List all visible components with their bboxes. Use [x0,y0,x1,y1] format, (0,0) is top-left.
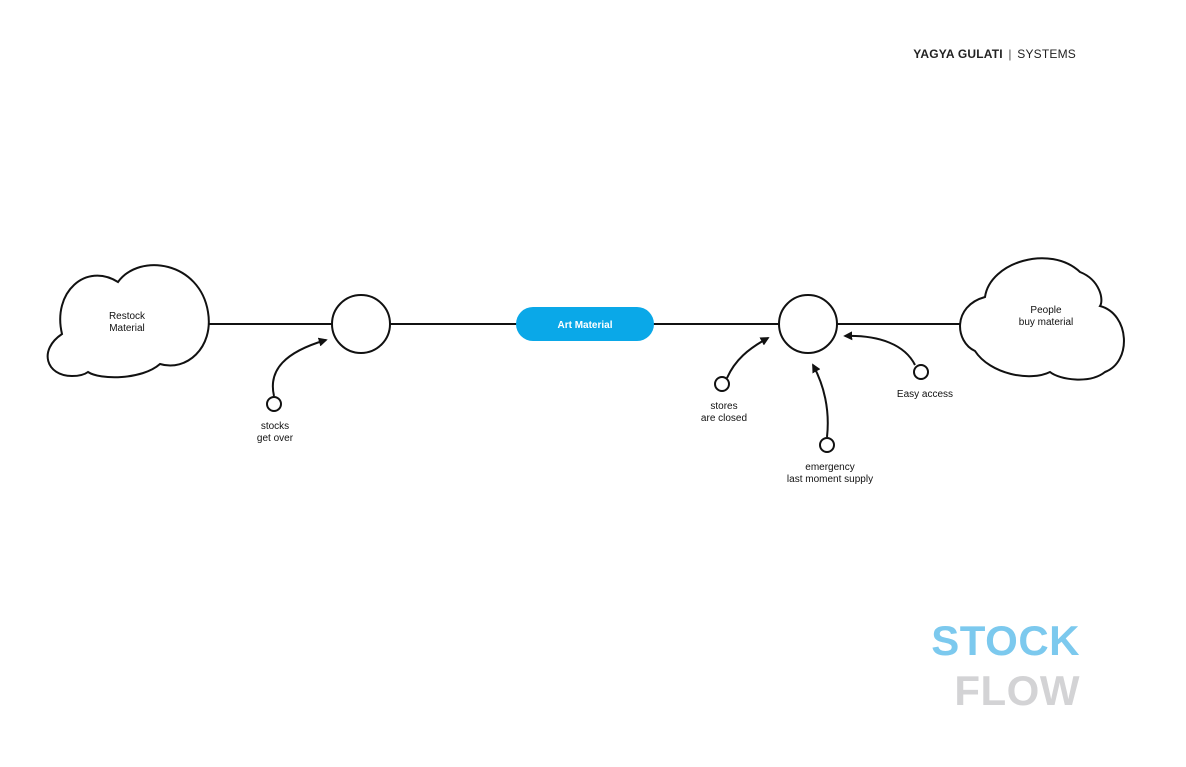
outflow-valve [778,294,838,354]
factor-node [714,376,730,392]
header-separator: | [1008,47,1012,61]
source-cloud: Restock Material [46,264,210,379]
factor-arrow [726,337,770,379]
factor-label-line2: are closed [701,413,747,424]
title-stock: STOCK [931,617,1080,664]
stock-box: Art Material [516,307,654,341]
inflow-valve [331,294,391,354]
factor-label-line1: Easy access [897,389,953,400]
source-cloud-label-line2: Material [109,323,145,334]
title-flow: FLOW [954,667,1080,714]
sink-cloud-label-line1: People [1030,305,1062,316]
author-name: YAGYA GULATI [913,47,1003,61]
sink-cloud: People buy material [959,257,1125,381]
section-name: SYSTEMS [1017,47,1076,61]
factor-arrow [812,363,829,438]
factor-node [913,364,929,380]
factor-label-line1: stocks [261,421,289,432]
factor-arrow [843,331,916,366]
header: YAGYA GULATI | SYSTEMS [913,47,1076,61]
inflow-factor: stocks get over [257,337,328,444]
sink-cloud-label-line2: buy material [1019,317,1073,328]
factor-label-line2: get over [257,433,294,444]
factor-label-line2: last moment supply [787,474,873,485]
factor-label-line1: stores [710,401,737,412]
outflow-factor-easy-access: Easy access [843,331,953,400]
source-cloud-label-line1: Restock [109,311,146,322]
factor-label-line1: emergency [805,462,854,473]
outflow-factor-stores: stores are closed [701,337,770,424]
factor-node [266,396,282,412]
factor-arrow [271,337,328,397]
factor-node [819,437,835,453]
stock-label: Art Material [557,320,612,331]
outflow-factor-emergency: emergency last moment supply [787,363,873,485]
